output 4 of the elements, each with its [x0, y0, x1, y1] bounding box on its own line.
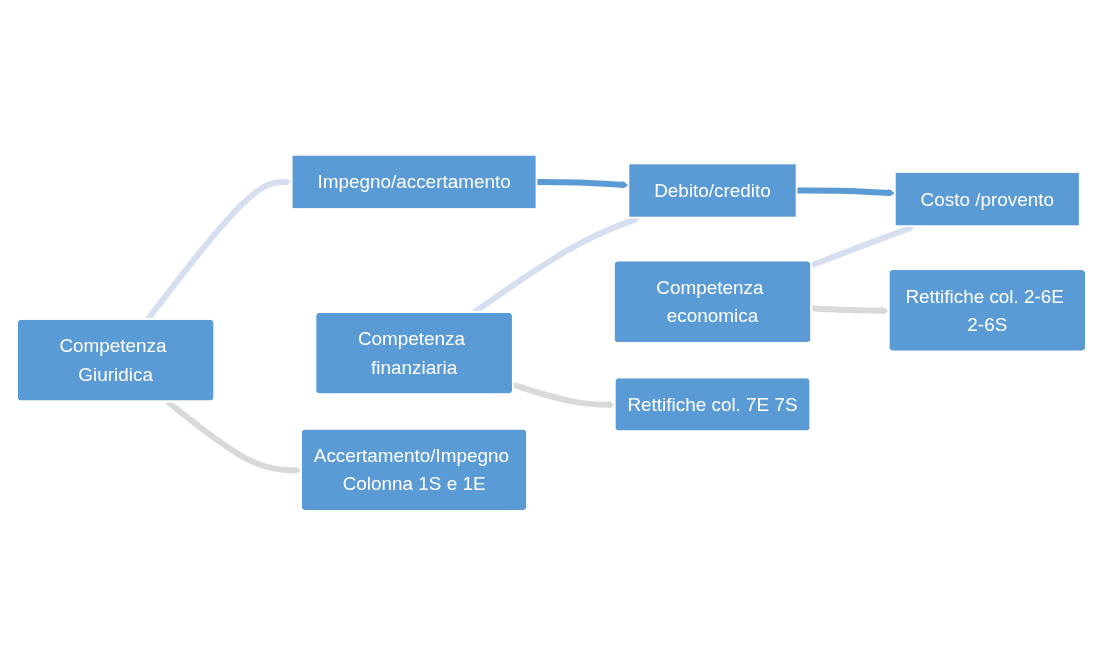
node-box: Costo /provento [894, 171, 1081, 228]
node-box: Debito/credito [627, 162, 798, 219]
node-box: Impegno/accertamento [290, 154, 538, 210]
arrow [536, 178, 629, 189]
